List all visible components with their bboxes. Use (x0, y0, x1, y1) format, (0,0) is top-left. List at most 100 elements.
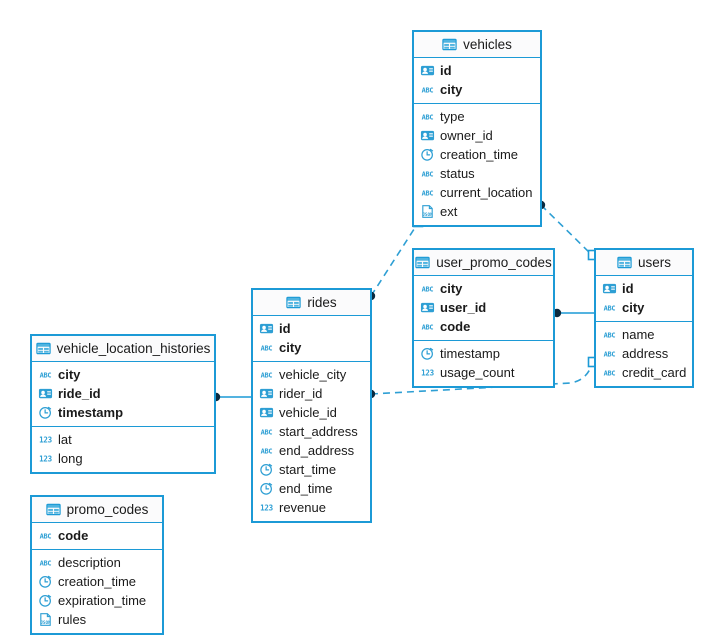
json-document-type-icon: JSON (422, 205, 433, 218)
field-name: id (279, 321, 291, 336)
field-name: ride_id (58, 386, 101, 401)
123-numeric-type-icon: 123 (421, 368, 435, 377)
svg-text:123: 123 (260, 503, 273, 512)
field-row[interactable]: end_time (253, 479, 370, 498)
field-row[interactable]: id (253, 319, 370, 338)
field-row[interactable]: ABC current_location (414, 183, 540, 202)
table-users[interactable]: users id ABC city (594, 248, 694, 388)
field-row[interactable]: timestamp (414, 344, 553, 363)
abc-string-type-icon: ABC (422, 113, 434, 121)
svg-text:123: 123 (421, 368, 434, 377)
table-grid-icon (442, 38, 457, 51)
field-row[interactable]: 123 revenue (253, 498, 370, 517)
field-row[interactable]: creation_time (32, 572, 162, 591)
svg-text:ABC: ABC (261, 344, 273, 352)
abc-string-type-icon: ABC (40, 532, 52, 540)
svg-text:123: 123 (39, 454, 52, 463)
field-row[interactable]: ABC name (596, 325, 692, 344)
field-row[interactable]: id (596, 279, 692, 298)
field-row[interactable]: 123 long (32, 449, 214, 468)
field-name: start_time (279, 462, 337, 477)
field-row[interactable]: ABC credit_card (596, 363, 692, 382)
svg-text:ABC: ABC (604, 331, 616, 339)
svg-text:ABC: ABC (261, 428, 273, 436)
123-numeric-type-icon: 123 (260, 503, 274, 512)
table-promo-codes[interactable]: promo_codes ABC code ABC description (30, 495, 164, 635)
svg-text:ABC: ABC (604, 350, 616, 358)
field-row[interactable]: vehicle_id (253, 403, 370, 422)
field-row[interactable]: ABC end_address (253, 441, 370, 460)
table-header: rides (253, 290, 370, 316)
field-name: creation_time (58, 574, 137, 589)
field-row[interactable]: JSON ext (414, 202, 540, 221)
abc-string-type-icon: ABC (40, 559, 52, 567)
field-row[interactable]: ABC city (32, 365, 214, 384)
field-row[interactable]: timestamp (32, 403, 214, 422)
field-row[interactable]: ride_id (32, 384, 214, 403)
123-numeric-type-icon: 123 (39, 435, 53, 444)
svg-text:ABC: ABC (261, 447, 273, 455)
field-row[interactable]: user_id (414, 298, 553, 317)
field-row[interactable]: 123 lat (32, 430, 214, 449)
svg-text:ABC: ABC (422, 323, 434, 331)
field-row[interactable]: expiration_time (32, 591, 162, 610)
abc-string-type-icon: ABC (422, 189, 434, 197)
abc-string-type-icon: ABC (261, 344, 273, 352)
field-row[interactable]: ABC vehicle_city (253, 365, 370, 384)
field-name: description (58, 555, 121, 570)
field-row[interactable]: JSON rules (32, 610, 162, 629)
svg-text:ABC: ABC (422, 170, 434, 178)
table-grid-icon (45, 503, 61, 516)
table-title: users (637, 255, 671, 270)
field-row[interactable]: ABC status (414, 164, 540, 183)
field-name: code (58, 528, 89, 543)
field-row[interactable]: ABC city (414, 279, 553, 298)
field-row[interactable]: creation_time (414, 145, 540, 164)
field-name: current_location (440, 185, 533, 200)
field-row[interactable]: ABC start_address (253, 422, 370, 441)
clock-timestamp-type-icon (260, 463, 273, 476)
field-row[interactable]: ABC code (414, 317, 553, 336)
field-row[interactable]: ABC description (32, 553, 162, 572)
field-row[interactable]: ABC address (596, 344, 692, 363)
field-row[interactable]: 123 usage_count (414, 363, 553, 382)
primary-key-section: ABC city ride_id (32, 362, 214, 427)
abc-string-type-icon: ABC (604, 331, 616, 339)
id-card-type-icon (38, 388, 53, 399)
field-row[interactable]: ABC code (32, 526, 162, 545)
field-name: code (440, 319, 471, 334)
clock-timestamp-type-icon (39, 594, 52, 607)
field-name: status (440, 166, 475, 181)
field-name: credit_card (622, 365, 687, 380)
svg-text:ABC: ABC (422, 285, 434, 293)
field-row[interactable]: ABC city (253, 338, 370, 357)
column-section: ABC description creation_time expirat (32, 550, 162, 633)
edge-vehicle-location-histories-to-rides (211, 392, 252, 402)
clock-timestamp-type-icon (421, 148, 434, 161)
id-card-type-icon (259, 388, 274, 399)
clock-timestamp-type-icon (260, 482, 273, 495)
svg-text:JSON: JSON (40, 620, 51, 626)
field-name: creation_time (440, 147, 519, 162)
field-row[interactable]: owner_id (414, 126, 540, 145)
edge-user-promo-codes-to-users (552, 308, 594, 318)
field-row[interactable]: id (414, 61, 540, 80)
field-row[interactable]: ABC city (414, 80, 540, 99)
field-name: expiration_time (58, 593, 147, 608)
123-numeric-type-icon: 123 (39, 454, 53, 463)
field-row[interactable]: start_time (253, 460, 370, 479)
table-vehicles[interactable]: vehicles id ABC city (412, 30, 542, 227)
column-section: 123 lat 123 long (32, 427, 214, 472)
field-name: lat (58, 432, 72, 447)
abc-string-type-icon: ABC (261, 447, 273, 455)
svg-text:ABC: ABC (40, 371, 52, 379)
table-user-promo-codes[interactable]: user_promo_codes ABC city user_id (412, 248, 555, 388)
table-rides[interactable]: rides id ABC city (251, 288, 372, 523)
table-vehicle-location-histories[interactable]: vehicle_location_histories ABC city ride… (30, 334, 216, 474)
field-row[interactable]: ABC city (596, 298, 692, 317)
field-row[interactable]: rider_id (253, 384, 370, 403)
svg-text:ABC: ABC (604, 369, 616, 377)
field-row[interactable]: ABC type (414, 107, 540, 126)
abc-string-type-icon: ABC (422, 323, 434, 331)
primary-key-section: ABC city user_id ABC code (414, 276, 553, 341)
